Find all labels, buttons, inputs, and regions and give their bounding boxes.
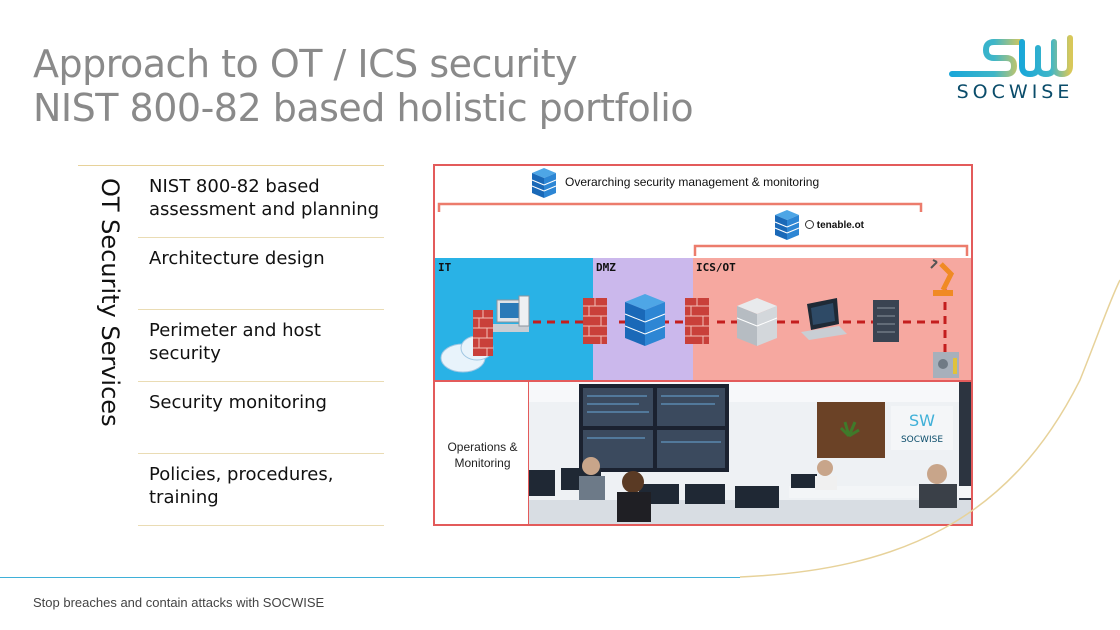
list-item-line: Architecture design xyxy=(149,248,325,269)
list-item-line: Security monitoring xyxy=(149,392,327,413)
tenable-logo: tenable.ot xyxy=(805,220,864,231)
ops-label-line: Monitoring xyxy=(454,456,511,470)
operations-monitoring-box: Operations & Monitoring xyxy=(433,380,528,526)
services-vertical-label: OT Security Services xyxy=(92,178,124,450)
tenable-server-icon xyxy=(774,210,800,240)
vertical-label-text: OT Security Services xyxy=(96,178,124,427)
tenable-circle-icon xyxy=(805,220,814,229)
list-item-line: NIST 800-82 based xyxy=(149,176,320,197)
list-item: Architecture design xyxy=(138,247,384,310)
list-top-divider xyxy=(78,165,384,166)
top-management-label: Overarching security management & monito… xyxy=(565,175,820,189)
soc-room-illustration: SW SOCWISE xyxy=(529,382,971,524)
socwise-logo: SOCWISE xyxy=(948,34,1082,104)
soc-photo: SW SOCWISE xyxy=(527,380,973,526)
dmz-server-icon xyxy=(624,294,666,346)
network-flow xyxy=(440,259,959,378)
svg-text:SW: SW xyxy=(909,411,935,430)
zone-label-ics-ot: ICS/OT xyxy=(696,261,736,274)
list-item: Perimeter and host security xyxy=(138,319,384,382)
list-item-line: Perimeter and host xyxy=(149,320,321,341)
server-stack-icon xyxy=(531,168,557,198)
footer-divider xyxy=(0,577,740,578)
tenable-label: tenable.ot xyxy=(816,220,865,231)
slide-title: Approach to OT / ICS security NIST 800-8… xyxy=(33,42,694,130)
tenable-bracket xyxy=(693,244,969,256)
ops-label-line: Operations & xyxy=(447,440,518,454)
plc-device-icon xyxy=(933,352,959,378)
list-item: NIST 800-82 based assessment and plannin… xyxy=(138,175,384,238)
sw-logo-icon xyxy=(949,35,1073,78)
list-item-line: assessment and planning xyxy=(149,199,380,220)
workstation-icon xyxy=(493,295,530,332)
list-item: Security monitoring xyxy=(138,391,384,454)
firewall-icon xyxy=(473,310,493,356)
title-line-2: NIST 800-82 based holistic portfolio xyxy=(33,86,694,130)
diagram-frame xyxy=(433,164,973,380)
ics-server-icon xyxy=(736,298,778,346)
zone-label-it: IT xyxy=(438,261,452,274)
firewall-icon xyxy=(685,298,709,344)
title-line-1: Approach to OT / ICS security xyxy=(33,42,578,86)
list-item-line: security xyxy=(149,343,221,364)
firewall-icon xyxy=(583,298,607,344)
footer-text: Stop breaches and contain attacks with S… xyxy=(33,595,325,610)
logo-text: SOCWISE xyxy=(956,81,1074,103)
operations-monitoring-label: Operations & Monitoring xyxy=(435,439,530,471)
list-item: Policies, procedures, training xyxy=(138,463,384,526)
management-bracket xyxy=(437,202,923,212)
robot-arm-icon xyxy=(930,259,955,296)
list-item-line: Policies, procedures, xyxy=(149,464,334,485)
list-item-line: training xyxy=(149,487,219,508)
rack-server-icon xyxy=(873,300,899,342)
laptop-icon xyxy=(801,298,847,340)
zone-label-dmz: DMZ xyxy=(596,261,616,274)
soc-wall-text: SOCWISE xyxy=(901,435,943,445)
